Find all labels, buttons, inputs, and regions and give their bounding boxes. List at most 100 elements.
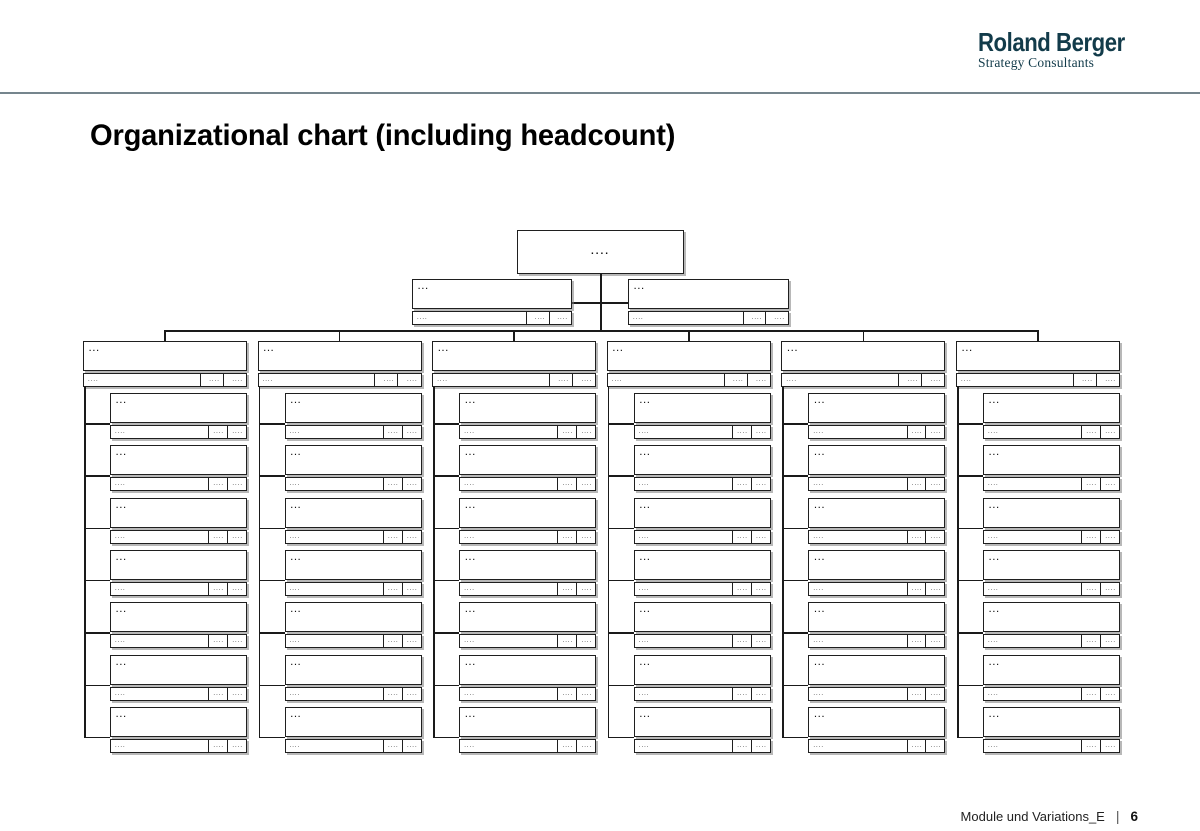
unit-box: ............... (633, 654, 771, 701)
child-elbow-line (957, 579, 983, 582)
unit-box: ............... (983, 393, 1120, 439)
headcount-cell: .... (1100, 739, 1119, 752)
child-elbow-line (782, 632, 809, 634)
headcount-cell: .... (1100, 478, 1119, 491)
box-main-section: ... (110, 445, 247, 476)
headcount-cell: .... (557, 426, 576, 438)
headcount-cell: .... (576, 530, 595, 543)
headcount-cell: .... (227, 426, 246, 438)
child-elbow-line (957, 684, 983, 686)
headcount-cell: .... (576, 739, 595, 752)
child-elbow-line (957, 632, 983, 634)
box-headcount-row: ............ (633, 529, 771, 544)
headcount-cell: .... (464, 742, 475, 749)
headcount-cell: .... (925, 582, 944, 595)
header-divider-line (0, 92, 1200, 94)
box-title: ... (290, 500, 302, 510)
box-title: ... (989, 709, 1001, 719)
headcount-cell: .... (526, 312, 549, 324)
headcount-cell: .... (208, 635, 227, 648)
box-headcount-row: ............ (983, 529, 1120, 544)
box-headcount-row: ............ (808, 581, 946, 596)
box-title: .... (590, 246, 611, 257)
box-headcount-row: ............ (633, 477, 771, 492)
headcount-cell: .... (988, 585, 999, 592)
box-main-section: ... (983, 706, 1120, 737)
child-elbow-line (258, 736, 285, 739)
staff-right-connector (600, 302, 628, 304)
headcount-cell: .... (925, 426, 944, 438)
headcount-cell: .... (401, 478, 421, 491)
headcount-cell: .... (115, 585, 126, 592)
column-stub-line (1037, 330, 1039, 341)
box-main-section: ... (284, 602, 422, 633)
box-headcount-row: ............ (83, 373, 247, 387)
column-trunk-line (607, 387, 610, 739)
headcount-cell: .... (401, 635, 421, 648)
box-main-section: ... (633, 497, 771, 528)
column-trunk-line (433, 387, 435, 739)
unit-box: ............... (110, 445, 247, 492)
headcount-cell: .... (557, 530, 576, 543)
headcount-cell: .... (906, 582, 926, 595)
box-title: ... (639, 552, 651, 562)
headcount-cell: .... (557, 478, 576, 491)
headcount-cell: .... (417, 315, 428, 321)
box-headcount-row: ............ (459, 529, 597, 544)
box-headcount-row: ............ (606, 373, 771, 387)
headcount-cell: .... (638, 481, 650, 488)
department-header-box: ............... (83, 341, 247, 387)
box-main-section: ... (284, 549, 422, 580)
headcount-cell: .... (374, 374, 397, 386)
box-main-section: ... (412, 279, 572, 309)
box-headcount-row: ............ (633, 634, 771, 649)
headcount-cell: .... (731, 582, 751, 595)
child-elbow-line (84, 736, 110, 739)
box-main-section: ... (83, 341, 247, 371)
headcount-cell: .... (988, 742, 999, 749)
headcount-cell: .... (742, 312, 766, 324)
headcount-cell: .... (1081, 478, 1100, 491)
box-headcount-row: ............ (110, 634, 247, 649)
box-title: ... (465, 605, 477, 615)
child-elbow-line (957, 475, 983, 477)
department-header-box: ............... (781, 341, 946, 387)
box-main-section: ... (808, 393, 946, 423)
headcount-cell: .... (988, 533, 999, 540)
headcount-cell: .... (988, 690, 999, 697)
headcount-cell: .... (401, 426, 421, 438)
box-main-section: ... (110, 654, 247, 685)
column-stub-line (513, 330, 515, 341)
headcount-cell: .... (289, 481, 301, 488)
unit-box: ............... (110, 393, 247, 439)
box-title: ... (639, 396, 651, 405)
unit-box: ............... (110, 497, 247, 544)
box-title: ... (639, 657, 651, 667)
headcount-cell: .... (557, 582, 576, 595)
headcount-cell: .... (199, 374, 223, 386)
unit-box: ............... (983, 654, 1120, 701)
unit-box: ............... (284, 654, 422, 701)
box-title: ... (814, 605, 826, 615)
box-main-section: ... (633, 393, 771, 423)
headcount-cell: .... (813, 638, 825, 645)
box-headcount-row: ............ (983, 686, 1120, 701)
headcount-cell: .... (813, 742, 825, 749)
headcount-cell: .... (557, 635, 576, 648)
box-title: ... (290, 448, 302, 458)
box-headcount-row: ............ (110, 686, 247, 701)
box-headcount-row: ............ (110, 581, 247, 596)
headcount-cell: .... (397, 374, 420, 386)
child-elbow-line (258, 579, 285, 582)
box-title: ... (116, 500, 128, 510)
headcount-cell: .... (921, 374, 944, 386)
unit-box: ............... (633, 497, 771, 544)
child-elbow-line (258, 632, 285, 634)
headcount-cell: .... (750, 478, 770, 491)
box-headcount-row: ............ (983, 581, 1120, 596)
unit-box: ............... (983, 497, 1120, 544)
headcount-cell: .... (576, 426, 595, 438)
headcount-cell: .... (382, 426, 402, 438)
box-main-section: ... (459, 497, 597, 528)
unit-box: ............... (983, 445, 1120, 492)
